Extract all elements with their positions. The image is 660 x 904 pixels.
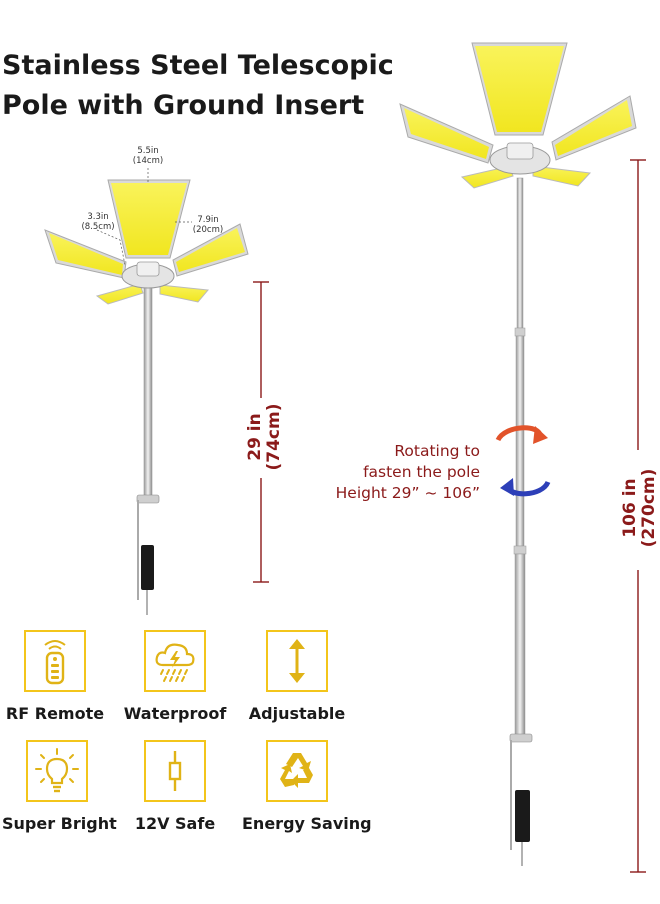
feature-waterproof: Waterproof — [120, 630, 230, 723]
rotation-arrows — [495, 425, 551, 497]
tall-height-dimension — [624, 159, 658, 873]
feature-adjustable: Adjustable — [242, 630, 352, 723]
feature-adjustable-frame — [266, 630, 328, 692]
feature-super-bright-label: Super Bright — [2, 814, 117, 833]
vertical-arrows-icon — [289, 639, 305, 683]
panel-length-label: 7.9in (20cm) — [190, 215, 226, 235]
page-title: Stainless Steel Telescopic Pole with Gro… — [2, 46, 394, 126]
feature-energy-saving-label: Energy Saving — [242, 814, 372, 833]
short-lamp-ground-insert — [141, 545, 154, 590]
feature-energy-saving: Energy Saving — [242, 740, 372, 833]
tall-lamp-pole-middle — [515, 335, 525, 547]
short-lamp-top-panel — [107, 179, 191, 259]
tall-height-in: 106 in — [620, 478, 640, 538]
lightbulb-icon — [35, 748, 79, 793]
feature-adjustable-label: Adjustable — [248, 704, 346, 723]
short-lamp-collar — [136, 494, 160, 504]
tall-lamp-lower-left-panel — [460, 165, 514, 189]
side-width-cm: (8.5cm) — [81, 222, 115, 232]
top-width-cm: (14cm) — [132, 156, 164, 166]
side-width-in: 3.3in — [87, 212, 109, 222]
tall-lamp-pole-lower — [514, 553, 526, 737]
short-height-label: 29 in (74cm) — [245, 400, 284, 474]
short-height-cm: (74cm) — [264, 403, 284, 471]
feature-12v-safe-label: 12V Safe — [134, 814, 216, 833]
short-lamp-lower-left-panel — [95, 283, 144, 305]
short-lamp-right-panel — [172, 223, 249, 277]
short-lamp — [44, 168, 249, 615]
short-height-dimension — [248, 281, 276, 583]
short-lamp-pole — [143, 279, 153, 501]
tall-lamp-left-panel — [399, 103, 494, 164]
length-in: 7.9in — [197, 215, 219, 225]
short-lamp-left-panel — [44, 229, 127, 279]
rotation-note-line-1: Rotating to — [394, 442, 480, 460]
feature-rf-remote: RF Remote — [0, 630, 110, 723]
feature-rf-remote-frame — [24, 630, 86, 692]
rotate-arrow-blue — [505, 480, 551, 497]
remote-icon — [44, 640, 66, 685]
feature-waterproof-label: Waterproof — [123, 704, 227, 723]
tall-height-cm: (270cm) — [639, 468, 659, 548]
tall-lamp — [399, 42, 637, 866]
title-line-2: Pole with Ground Insert — [2, 90, 365, 121]
side-panel-width-label: 3.3in (8.5cm) — [78, 212, 118, 232]
rotation-note: Rotating to fasten the pole Height 29” ~… — [318, 441, 480, 504]
fuse-icon — [168, 751, 182, 791]
top-panel-width-label: 5.5in (14cm) — [126, 146, 170, 166]
rotation-note-line-2: fasten the pole — [363, 463, 480, 481]
recycle-icon — [280, 753, 313, 788]
feature-waterproof-frame — [144, 630, 206, 692]
feature-12v-safe: 12V Safe — [120, 740, 230, 833]
tall-lamp-top-panel — [471, 42, 568, 136]
feature-energy-saving-frame — [266, 740, 328, 802]
top-width-in: 5.5in — [137, 146, 159, 156]
short-height-in: 29 in — [245, 413, 265, 461]
title-line-1: Stainless Steel Telescopic — [2, 50, 394, 81]
tall-lamp-pole-upper — [516, 177, 524, 329]
feature-super-bright-frame — [26, 740, 88, 802]
short-lamp-lower-right-panel — [159, 284, 209, 303]
length-cm: (20cm) — [192, 225, 224, 235]
feature-rf-remote-label: RF Remote — [5, 704, 105, 723]
cloud-rain-icon — [155, 643, 195, 682]
rotation-note-line-3: Height 29” ~ 106” — [335, 484, 480, 502]
feature-super-bright: Super Bright — [2, 740, 117, 833]
tall-lamp-right-panel — [551, 95, 637, 161]
tall-height-label: 106 in (270cm) — [620, 454, 659, 562]
tall-lamp-ground-insert — [515, 790, 530, 842]
feature-12v-safe-frame — [144, 740, 206, 802]
